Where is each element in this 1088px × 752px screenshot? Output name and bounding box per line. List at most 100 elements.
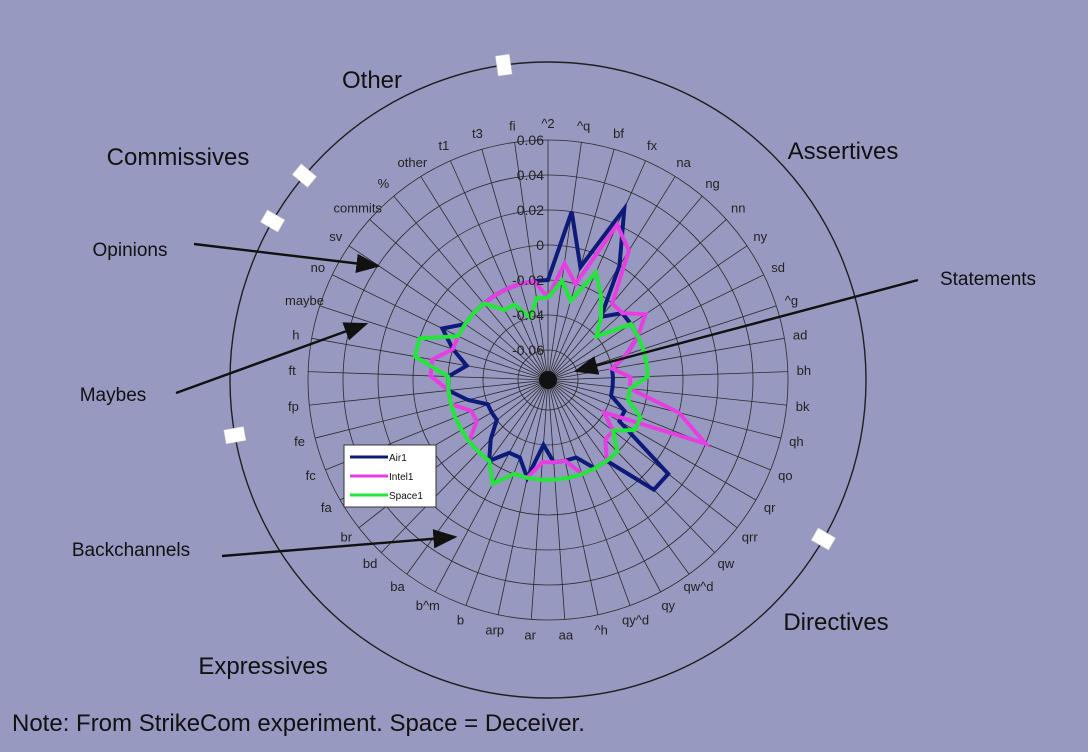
radar-grid [307,139,789,621]
grid-spoke [547,337,785,381]
group-label-other: Other [342,67,402,94]
category-label: ba [390,579,405,594]
grid-spoke [319,305,549,381]
radial-tick-label: 0 [536,237,544,253]
category-label: commits [334,201,383,216]
grid-spoke [547,195,703,381]
grid-spoke [547,219,727,381]
category-label: b^m [416,598,440,613]
category-label: bh [797,363,811,378]
note-text: Note: From StrikeCom experiment. Space =… [12,710,585,737]
ring-separator-marker [291,163,317,188]
category-label: qw^d [683,579,713,594]
category-label: sv [329,229,343,244]
group-label-expressives: Expressives [198,653,327,680]
grid-spoke [308,371,549,381]
grid-spoke [547,371,788,381]
category-label: fp [288,399,299,414]
category-label: ^q [577,118,590,133]
category-label: % [378,176,390,191]
outer-ring [229,61,867,699]
category-label: nn [731,201,745,216]
category-label: ny [753,229,767,244]
radial-tick-label: 0.06 [517,132,544,148]
callout-label-statements: Statements [940,269,1036,290]
category-label: ^2 [541,116,554,131]
grid-spoke [547,379,781,439]
category-label: no [311,260,325,275]
grid-spoke [406,379,549,575]
legend-label-intel1: Intel1 [389,472,414,483]
ring-separator-marker [495,53,513,77]
category-label: ng [705,176,719,191]
category-label: t3 [472,126,483,141]
callout-arrow-opinions [193,242,381,273]
category-label: qrr [742,530,759,545]
category-label: qr [764,500,776,515]
grid-spoke [547,379,566,620]
grid-spoke [465,379,549,606]
category-label: qy^d [622,613,649,628]
grid-spoke [348,245,549,381]
radial-tick-label: -0.06 [512,342,544,358]
group-label-directives: Directives [783,609,888,636]
grid-spoke [547,379,662,593]
category-label: fa [321,500,333,515]
category-label: ad [793,328,807,343]
legend-label-air1: Air1 [389,453,407,464]
category-label: qw [718,556,735,571]
category-label: na [676,155,691,170]
grid-spoke [547,379,631,606]
radial-tick-label: -0.04 [512,307,544,323]
group-label-commissives: Commissives [107,144,250,171]
callout-arrow-maybes [175,322,369,395]
category-label: ar [524,627,536,642]
category-label: qh [789,434,803,449]
grid-spoke [450,160,549,381]
category-label: b [457,613,464,628]
category-label: bk [796,399,810,414]
grid-spoke [420,176,549,381]
category-label: fe [294,434,305,449]
callout-label-opinions: Opinions [93,240,168,261]
category-label: ft [289,363,297,378]
grid-spoke [315,379,549,439]
grid-spoke [481,149,549,381]
ring-separator-marker [223,426,247,445]
callout-arrow-statements [573,278,919,375]
grid-spoke [547,379,599,615]
grid-spoke [309,379,549,406]
grid-spoke [547,176,676,381]
grid-spoke [497,379,549,615]
category-label: bf [613,126,624,141]
radial-tick-label: 0.04 [517,167,544,183]
callout-label-maybes: Maybes [80,385,147,406]
category-label: maybe [285,293,324,308]
grid-spoke [514,142,549,381]
category-label: qo [778,468,792,483]
grid-spoke [547,379,690,575]
category-label: arp [485,622,504,637]
grid-spoke [547,379,738,529]
grid-spoke [380,379,549,553]
legend-label-space1: Space1 [389,491,423,502]
grid-spoke [547,379,787,406]
grid-spoke [547,379,716,553]
grid-spoke [311,337,549,381]
category-label: fc [306,468,317,483]
ring-separator-marker [810,527,836,551]
category-label: qy [661,598,675,613]
ring-separator-marker [260,209,286,233]
radar-series-group [412,201,712,493]
callout-label-backchannels: Backchannels [72,540,190,561]
grid-spoke [547,379,757,501]
series-space1-line [412,268,651,487]
category-label: bd [363,556,377,571]
radial-tick-label: 0.02 [517,202,544,218]
category-label: br [340,530,352,545]
category-label: sd [771,260,785,275]
